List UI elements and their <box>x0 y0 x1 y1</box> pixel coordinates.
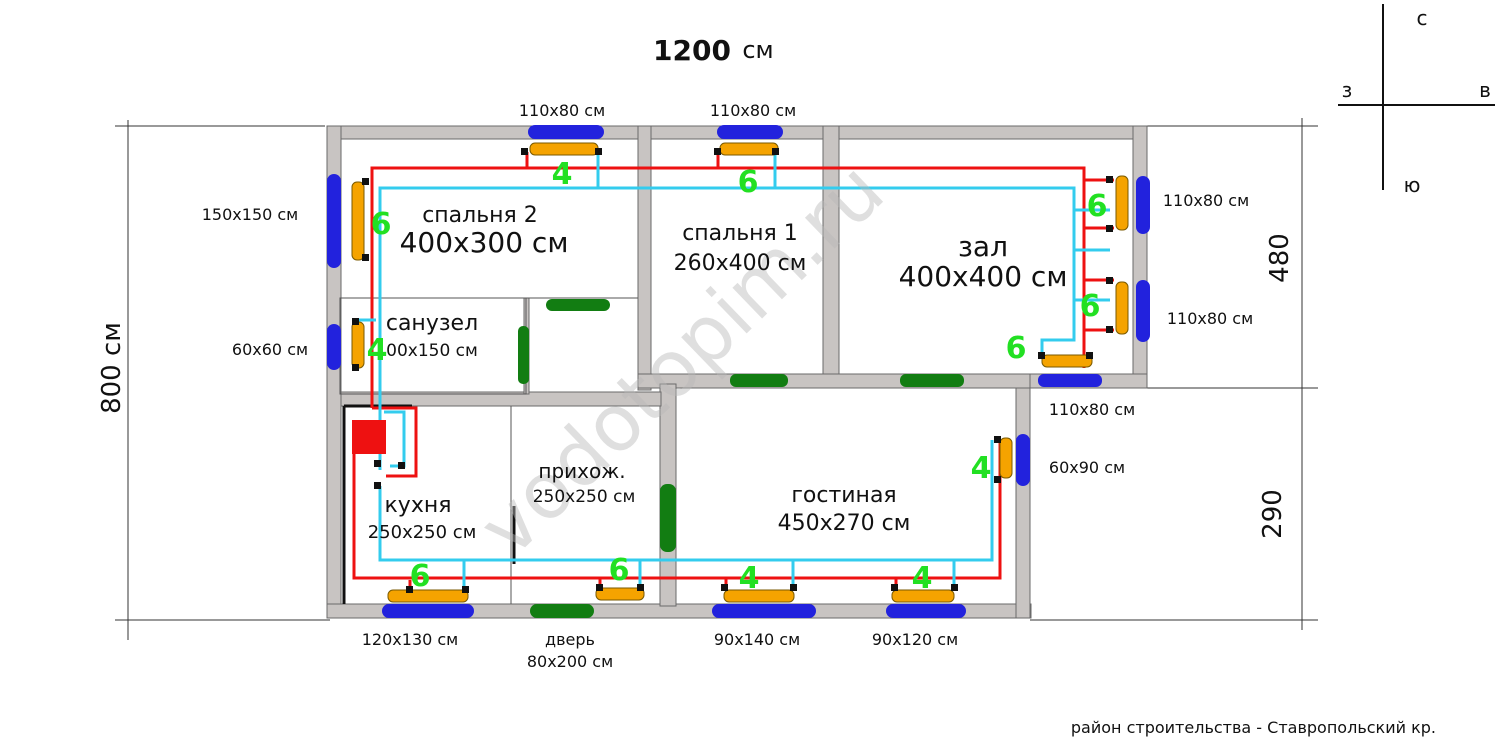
window-kitchen-bottom <box>382 604 474 618</box>
radiator <box>1041 354 1093 368</box>
window-living-bottom-right <box>886 604 966 618</box>
section-count: 4 <box>971 451 992 486</box>
window-size-label: 120x130 см <box>362 630 459 649</box>
inner-wall-edges <box>342 404 516 604</box>
section-count: 4 <box>912 561 933 596</box>
doors <box>518 299 964 618</box>
entrance-door <box>530 604 594 618</box>
window-size-label: 110x80 см <box>1049 400 1135 419</box>
window-top-right <box>717 125 783 139</box>
room-bedroom1-name: спальня 1 <box>682 221 798 246</box>
section-count: 6 <box>1080 289 1101 324</box>
radiator <box>999 437 1013 479</box>
window-size-label: 110x80 см <box>519 101 605 120</box>
door-label: дверь <box>545 630 595 649</box>
window-top-left <box>528 125 604 139</box>
window-size-label: 60x60 см <box>232 340 308 359</box>
radiator <box>1115 281 1129 335</box>
section-count: 6 <box>1006 331 1027 366</box>
section-count: 6 <box>609 553 630 588</box>
window-size-label: 90x120 см <box>872 630 958 649</box>
window-hall-bottom <box>1038 374 1102 387</box>
window-west-bathroom <box>327 324 341 370</box>
windows <box>327 125 1150 618</box>
window-size-label: 150x150 см <box>202 205 299 224</box>
room-bedroom2-name: спальня 2 <box>422 203 538 228</box>
radiator <box>1115 175 1129 231</box>
compass-west: з <box>1342 78 1353 102</box>
valve-markers <box>352 148 1113 593</box>
window-size-label: 90x140 см <box>714 630 800 649</box>
room-hallway-name: прихож. <box>538 459 625 483</box>
window-west-bedroom2 <box>327 174 341 268</box>
radiator <box>595 587 645 601</box>
section-count: 4 <box>739 561 760 596</box>
radiator <box>351 181 365 261</box>
room-bathroom-size: 00x150 см <box>386 341 478 361</box>
radiator <box>529 142 599 156</box>
compass-south: ю <box>1404 173 1421 197</box>
room-bathroom-name: санузел <box>386 311 478 336</box>
footer-note: район строительства - Ставропольский кр. <box>1071 718 1436 737</box>
radiator <box>719 142 779 156</box>
door-size-label: 80x200 см <box>527 652 613 671</box>
window-living-east <box>1016 434 1030 486</box>
room-hall-size: 400x400 см <box>899 260 1068 293</box>
radiator <box>723 589 795 603</box>
window-size-label: 60x90 см <box>1049 458 1125 477</box>
supply-pipe <box>352 150 1114 590</box>
total-width-value: 1200 <box>653 34 731 67</box>
section-count: 4 <box>367 333 388 368</box>
total-width-unit: см <box>742 36 773 64</box>
compass-east: в <box>1479 78 1491 102</box>
room-hall-name: зал <box>958 230 1008 263</box>
section-count: 6 <box>738 165 759 200</box>
window-east-lower <box>1136 280 1150 342</box>
section-count: 6 <box>410 559 431 594</box>
return-pipe <box>356 150 1110 588</box>
room-living-name: гостиная <box>791 483 896 508</box>
section-count: 6 <box>1087 189 1108 224</box>
radiator <box>351 321 365 369</box>
total-height-label: 800 см <box>97 322 127 414</box>
dimension-lines <box>115 118 1318 640</box>
room-kitchen-name: кухня <box>385 493 452 518</box>
window-size-label: 110x80 см <box>1167 309 1253 328</box>
room-living-size: 450x270 см <box>778 511 911 536</box>
upper-height-label: 480 <box>1265 233 1295 283</box>
window-living-bottom-left <box>712 604 816 618</box>
room-kitchen-size: 250x250 см <box>368 522 477 543</box>
compass-north: с <box>1417 6 1428 30</box>
boiler <box>352 420 386 454</box>
compass <box>1338 4 1495 190</box>
window-size-label: 110x80 см <box>710 101 796 120</box>
radiator <box>891 589 955 603</box>
room-bedroom1-size: 260x400 см <box>674 251 807 276</box>
window-size-label: 110x80 см <box>1163 191 1249 210</box>
section-count: 4 <box>552 157 573 192</box>
lower-height-label: 290 <box>1258 489 1288 539</box>
radiators <box>351 142 1129 603</box>
window-east-upper <box>1136 176 1150 234</box>
room-bedroom2-size: 400x300 см <box>400 226 569 259</box>
section-count: 6 <box>371 207 392 242</box>
room-hallway-size: 250x250 см <box>533 487 636 507</box>
